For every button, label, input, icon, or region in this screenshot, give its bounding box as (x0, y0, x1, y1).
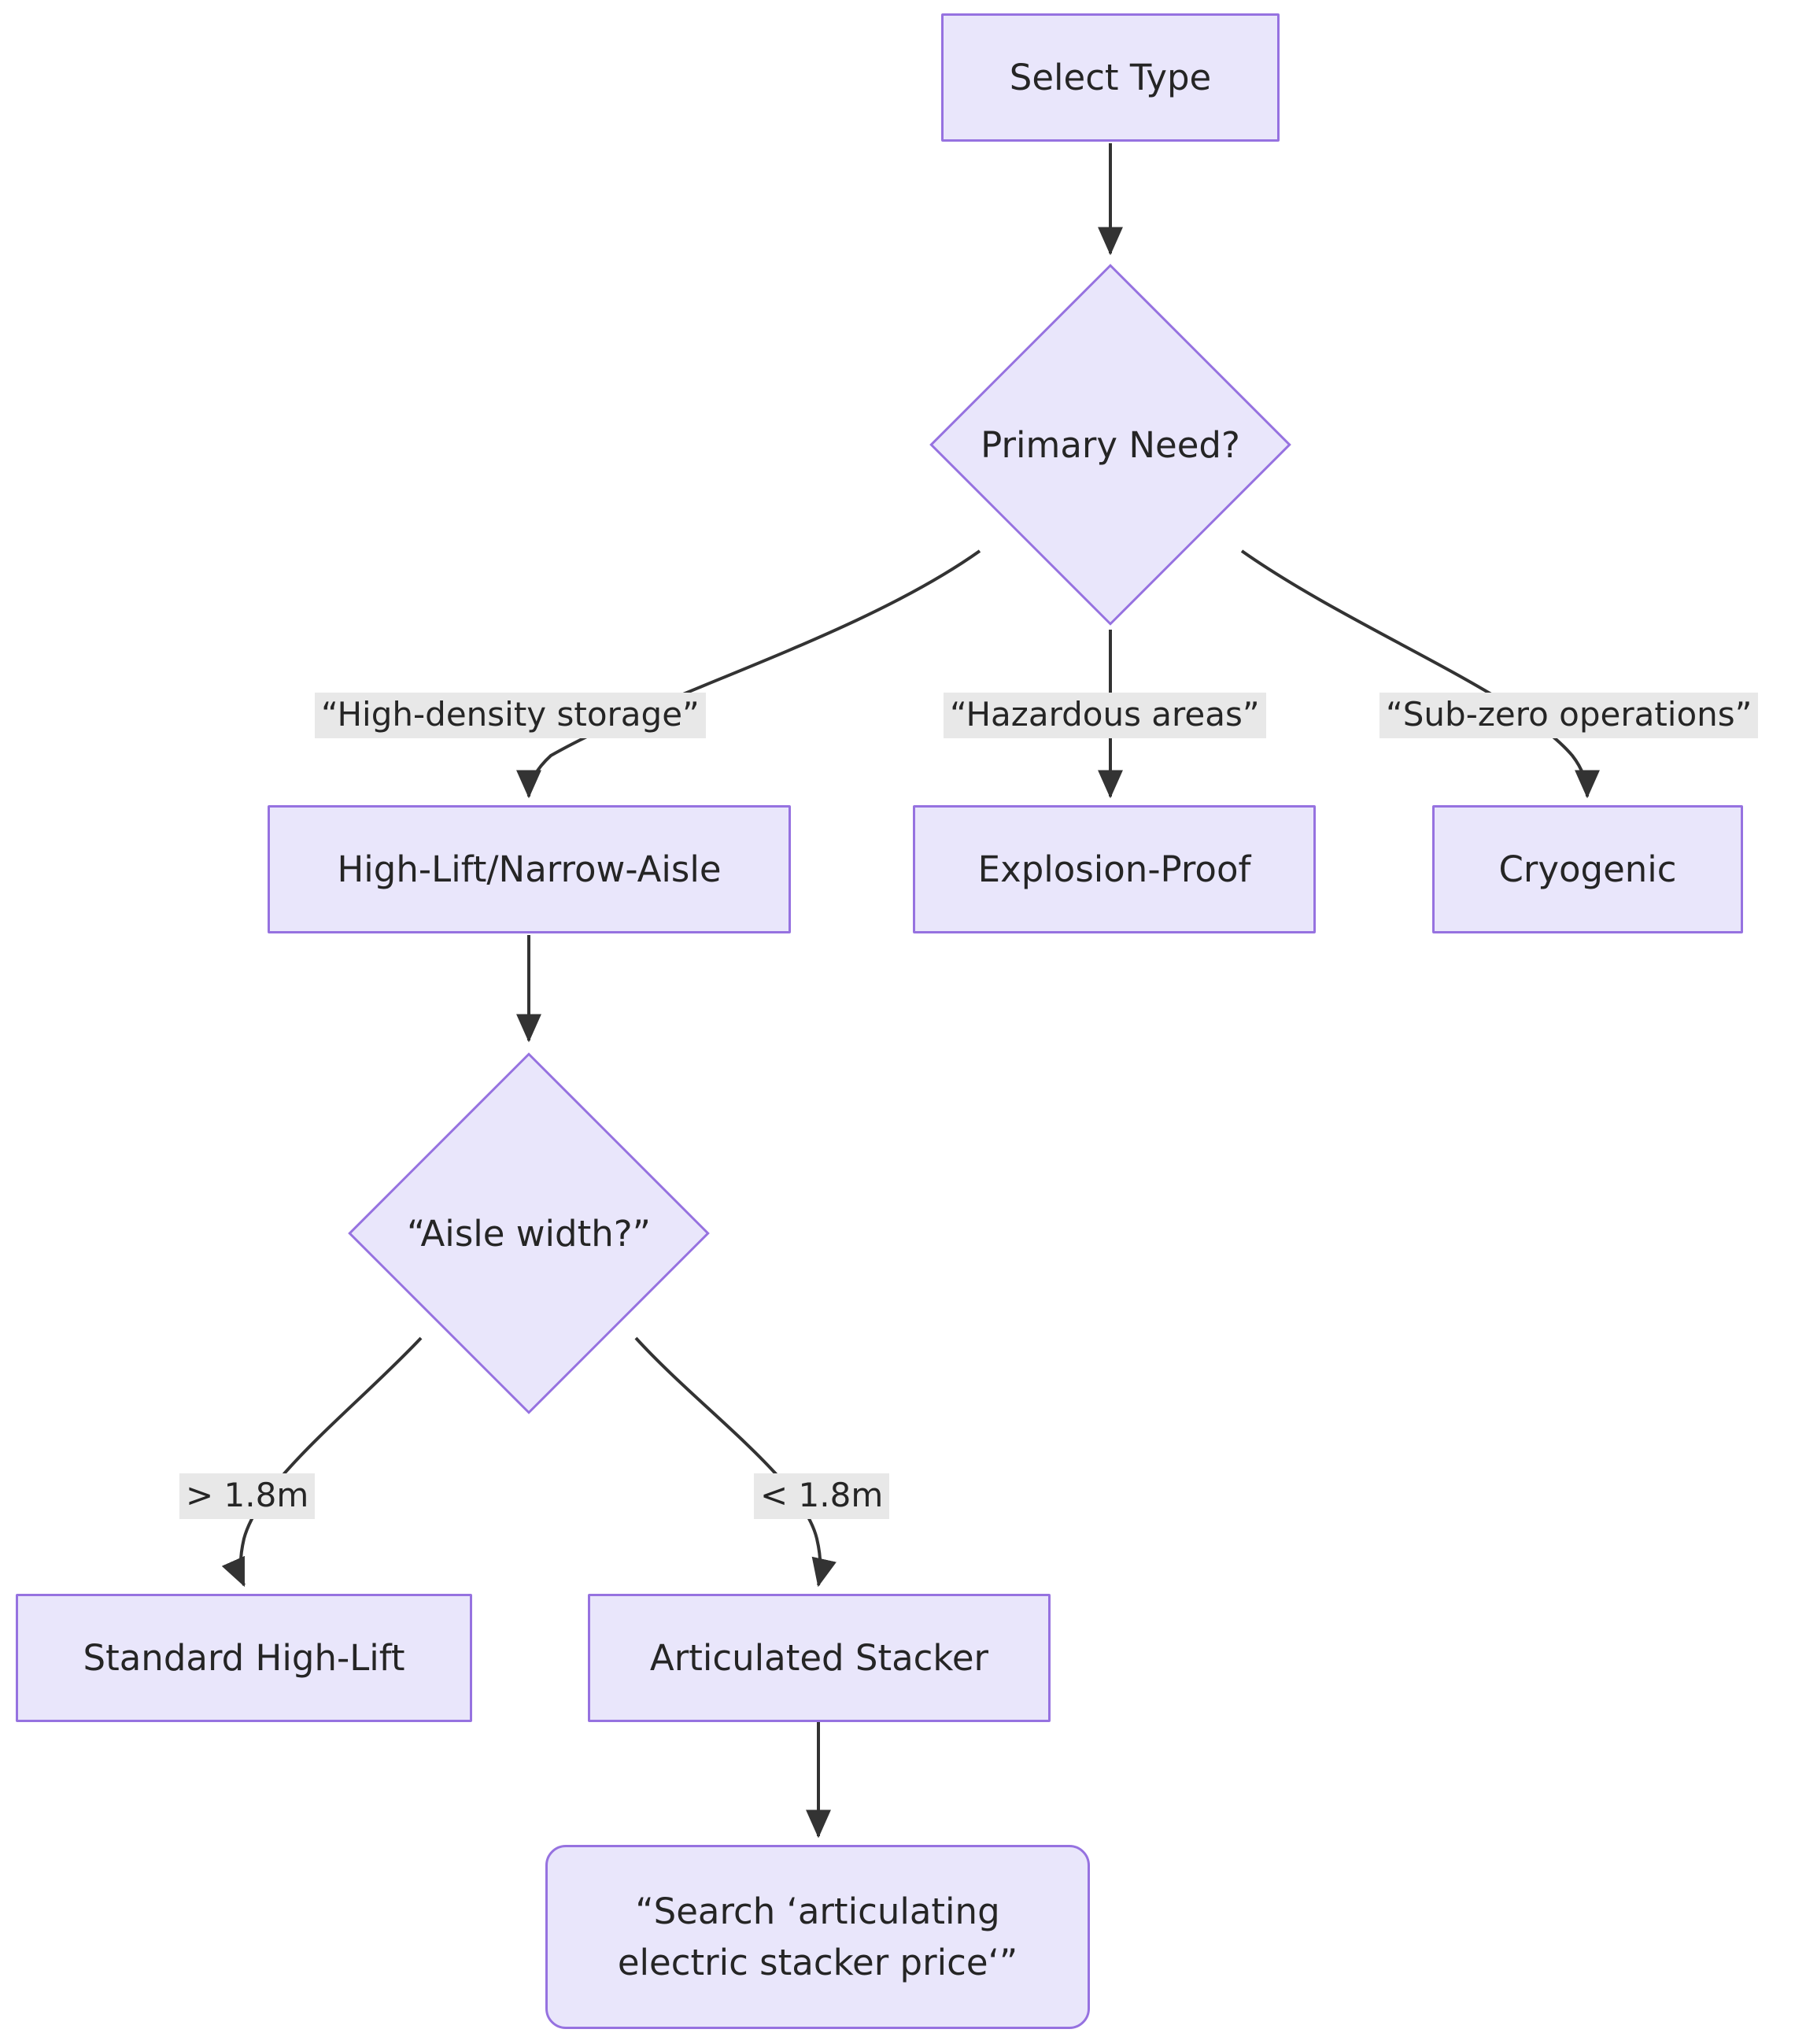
edge-label-less-than-1-8m: < 1.8m (754, 1473, 890, 1520)
node-standard-high-lift-label: Standard High-Lift (83, 1636, 405, 1679)
node-cryogenic-label: Cryogenic (1498, 848, 1677, 890)
node-search-articulating-electric-stacker-price[interactable]: “Search ‘articulating electric stacker p… (545, 1845, 1090, 2029)
node-aisle-width-label: “Aisle width?” (407, 1212, 651, 1255)
edge-primary-need-to-cryogenic (1240, 549, 1600, 799)
node-standard-high-lift[interactable]: Standard High-Lift (16, 1594, 472, 1722)
edge-label-high-density-storage: “High-density storage” (315, 693, 706, 739)
node-high-lift-narrow-aisle-label: High-Lift/Narrow-Aisle (337, 848, 722, 890)
node-primary-need[interactable]: Primary Need? (929, 264, 1291, 626)
edge-primary-need-to-high-lift (516, 549, 981, 799)
node-primary-need-label: Primary Need? (981, 423, 1240, 466)
node-explosion-proof[interactable]: Explosion-Proof (913, 805, 1316, 933)
edge-label-sub-zero-operations: “Sub-zero operations” (1379, 693, 1759, 739)
node-aisle-width[interactable]: “Aisle width?” (348, 1052, 710, 1414)
node-select-type-label: Select Type (1009, 56, 1212, 98)
node-articulated-stacker[interactable]: Articulated Stacker (588, 1594, 1051, 1722)
edge-label-greater-than-1-8m: > 1.8m (179, 1473, 316, 1520)
node-high-lift-narrow-aisle[interactable]: High-Lift/Narrow-Aisle (268, 805, 791, 933)
node-cryogenic[interactable]: Cryogenic (1432, 805, 1743, 933)
node-search-label: “Search ‘articulating electric stacker p… (617, 1890, 1018, 1983)
node-explosion-proof-label: Explosion-Proof (977, 848, 1251, 890)
node-articulated-stacker-label: Articulated Stacker (649, 1636, 989, 1679)
node-select-type[interactable]: Select Type (941, 13, 1280, 142)
edge-label-hazardous-areas: “Hazardous areas” (944, 693, 1266, 739)
